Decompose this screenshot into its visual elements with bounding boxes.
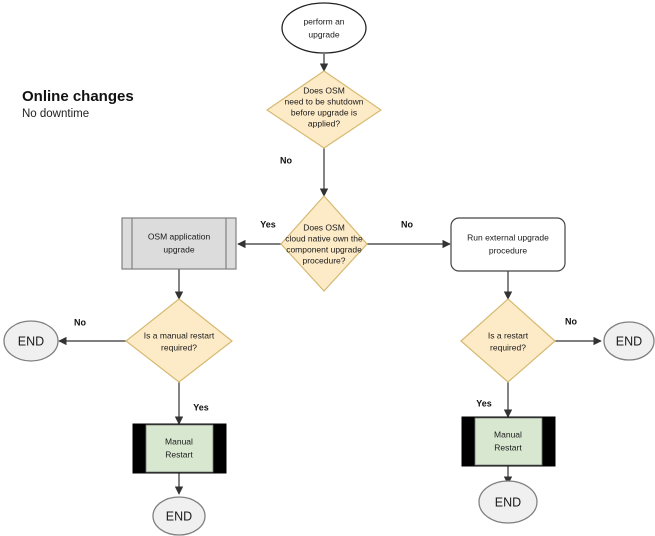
end-left-label: END: [18, 334, 44, 348]
decision-shutdown-line2: need to be shutdown: [285, 96, 364, 106]
decision-shutdown-diamond: [265, 70, 383, 149]
node-end-bottom-left[interactable]: END: [152, 496, 206, 536]
manual-restart-left-body: [145, 424, 214, 473]
page-title: Online changes: [22, 88, 134, 105]
decision-restart-line2: required?: [490, 342, 526, 352]
decision-shutdown-line1: Does OSM: [303, 85, 345, 95]
node-osm-application-upgrade[interactable]: OSM application upgrade: [121, 217, 237, 270]
run-external-line2: procedure: [489, 245, 528, 255]
end-right-label: END: [616, 334, 642, 348]
node-end-bottom-right[interactable]: END: [478, 480, 538, 524]
osm-upgrade-line1: OSM application: [148, 231, 211, 241]
manual-restart-right-body: [474, 417, 543, 466]
start-label-line1: perform an: [303, 16, 344, 26]
run-external-line1: Run external upgrade: [467, 232, 549, 242]
edge-label-cloudnative-no: No: [401, 219, 413, 229]
page-subtitle: No downtime: [22, 108, 89, 120]
edge-label-restart-yes: Yes: [476, 398, 492, 408]
manual-restart-left-line1: Manual: [165, 436, 193, 446]
run-external-box: [450, 217, 566, 272]
start-ellipse: [281, 2, 367, 54]
end-bottom-left-label: END: [166, 509, 192, 523]
node-end-left[interactable]: END: [3, 320, 59, 362]
decision-shutdown-line3: before upgrade is: [291, 107, 357, 117]
node-decision-manual-restart[interactable]: Is a manual restart required?: [125, 298, 233, 383]
node-decision-restart[interactable]: Is a restart required?: [460, 298, 556, 383]
decision-restart-diamond: [460, 298, 556, 383]
edge-label-restart-no: No: [565, 316, 577, 326]
node-manual-restart-right[interactable]: Manual Restart: [461, 416, 556, 467]
decision-cloudnative-line1: Does OSM: [303, 222, 345, 232]
end-bottom-left-ellipse: [152, 496, 206, 536]
decision-cloudnative-line2: cloud native own the: [285, 233, 363, 243]
decision-cloudnative-line3: component upgrade: [286, 244, 362, 254]
osm-upgrade-box: [121, 217, 237, 270]
decision-manual-restart-diamond: [125, 298, 233, 383]
end-right-ellipse: [603, 321, 655, 361]
decision-cloudnative-diamond: [280, 195, 368, 292]
decision-restart-line1: Is a restart: [488, 330, 529, 340]
decision-cloudnative-line4: procedure?: [302, 255, 345, 265]
decision-shutdown-line4: applied?: [308, 118, 340, 128]
node-start[interactable]: perform an upgrade: [281, 2, 367, 54]
manual-restart-right-line1: Manual: [494, 429, 522, 439]
node-decision-shutdown[interactable]: Does OSM need to be shutdown before upgr…: [265, 70, 383, 149]
end-bottom-right-ellipse: [478, 480, 538, 524]
edge-label-manualrestart-yes: Yes: [193, 402, 209, 412]
manual-restart-left-line2: Restart: [165, 449, 193, 459]
osm-upgrade-line2: upgrade: [163, 244, 194, 254]
decision-manual-restart-line1: Is a manual restart: [144, 330, 215, 340]
manual-restart-right-line2: Restart: [494, 442, 522, 452]
edge-label-cloudnative-yes: Yes: [260, 219, 276, 229]
edge-label-shutdown-no: No: [280, 155, 292, 165]
end-left-ellipse: [3, 320, 59, 362]
connector-layer: [58, 54, 602, 495]
end-bottom-right-label: END: [495, 495, 521, 509]
node-run-external-upgrade[interactable]: Run external upgrade procedure: [450, 217, 566, 272]
decision-manual-restart-line2: required?: [161, 342, 197, 352]
node-end-right[interactable]: END: [603, 321, 655, 361]
node-decision-cloud-native[interactable]: Does OSM cloud native own the component …: [280, 195, 368, 292]
edge-label-manualrestart-no: No: [74, 317, 86, 327]
start-label-line2: upgrade: [308, 29, 339, 39]
node-manual-restart-left[interactable]: Manual Restart: [132, 423, 227, 474]
